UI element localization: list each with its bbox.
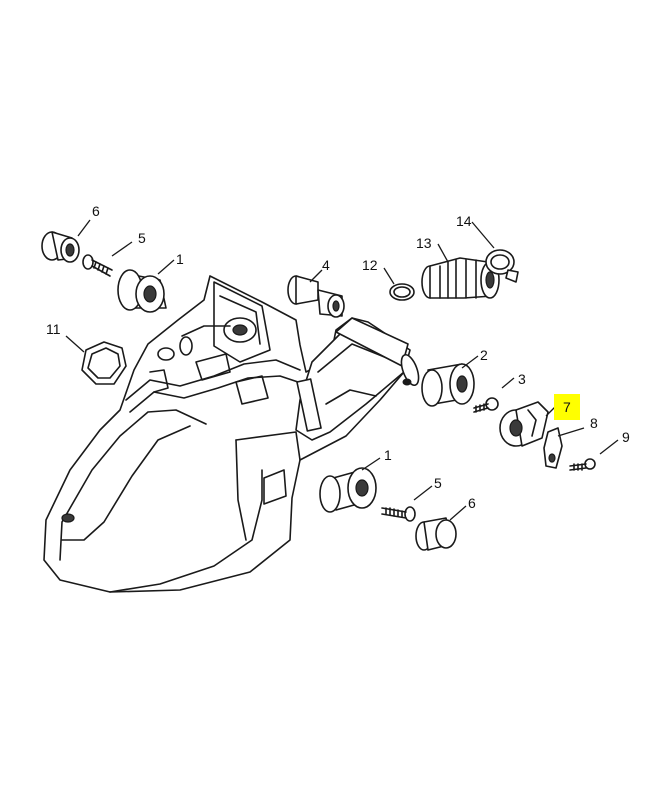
- part-14-clamp: [485, 249, 519, 283]
- part-7-bracket: [499, 401, 549, 447]
- leader-lines: [65, 219, 619, 521]
- callout-14: 14: [456, 213, 472, 229]
- part-11-gasket: [81, 341, 127, 385]
- callout-12: 12: [362, 257, 378, 273]
- part-5-top-screw: [82, 254, 113, 277]
- callout-2: 2: [480, 347, 488, 363]
- part-6-top-cap: [41, 231, 80, 263]
- callout-11: 11: [46, 321, 61, 337]
- part-8-lever: [543, 427, 563, 469]
- part-1-top-buffer: [117, 269, 167, 313]
- callout-3: 3: [518, 371, 526, 387]
- part-5-bottom-screw: [381, 506, 416, 522]
- callout-5-bottom: 5: [434, 475, 442, 491]
- callout-6-top: 6: [92, 203, 100, 219]
- callout-9: 9: [622, 429, 630, 445]
- callout-1-top: 1: [176, 251, 184, 267]
- callout-8: 8: [590, 415, 598, 431]
- part-1-bottom-buffer: [319, 467, 377, 513]
- part-9-screw: [569, 458, 596, 471]
- part-3-screw: [473, 397, 499, 413]
- part-2-buffer: [421, 363, 475, 407]
- callout-6-bottom: 6: [468, 495, 476, 511]
- part-4-bushing: [287, 275, 345, 318]
- part-6-bottom-cap: [415, 517, 457, 551]
- callout-4: 4: [322, 257, 330, 273]
- callout-13: 13: [416, 235, 432, 251]
- part-12-ring: [389, 283, 415, 301]
- callout-1-bottom: 1: [384, 447, 392, 463]
- highlight-box: [554, 394, 580, 420]
- callout-7: 7: [563, 399, 571, 415]
- handle-housing: [43, 275, 420, 593]
- callout-5-top: 5: [138, 230, 146, 246]
